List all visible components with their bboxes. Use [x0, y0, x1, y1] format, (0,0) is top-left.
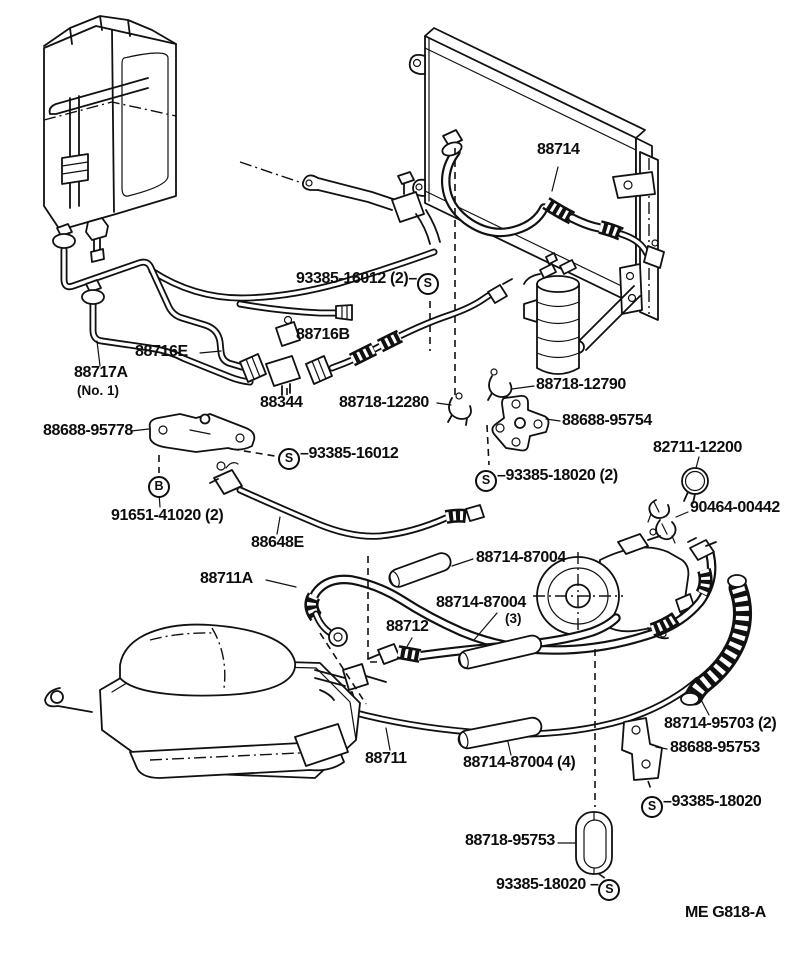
- part-label-91651-41020: 91651-41020 (2): [111, 507, 224, 524]
- part-label-88648E: 88648E: [251, 534, 304, 551]
- leader-lines: [96, 166, 710, 844]
- part-label-88688-95753: 88688-95753: [670, 739, 760, 756]
- hose-88712: [367, 613, 621, 665]
- part-label-88688-95754: 88688-95754: [562, 412, 652, 429]
- clamp-90464-00442: [647, 499, 677, 544]
- part-label-88711: 88711: [365, 750, 407, 767]
- bolt-symbol-B: B: [148, 474, 170, 498]
- part-label-88714-95703: 88714-95703 (2): [664, 715, 777, 732]
- part-label-93385-16012: S–93385-16012: [278, 445, 399, 470]
- part-label-88344: 88344: [260, 394, 303, 411]
- part-label-93385-18020-qty2: S–93385-18020 (2): [475, 467, 618, 492]
- part-label-88714-87004-b: 88714-87004: [436, 594, 526, 611]
- hose-piece-88714-87004-b: [457, 634, 543, 670]
- corrugated-hose-88714-95703: [680, 574, 752, 706]
- liquid-pipes: [52, 223, 513, 396]
- part-label-93385-18020-c: 93385-18020 –S: [496, 876, 621, 901]
- part-label-88714-87004-c: 88714-87004 (4): [463, 754, 576, 771]
- rear-cooling-unit: [44, 623, 387, 779]
- screw-symbol: S: [416, 273, 439, 295]
- screw-symbol: S: [641, 796, 663, 818]
- pipe-bracket-assembly: [239, 161, 441, 245]
- screw-symbol: S: [598, 879, 621, 901]
- part-label-93385-16012-qty2: 93385-16012 (2)–S: [296, 270, 439, 295]
- part-label-88712: 88712: [386, 618, 429, 635]
- bracket-88688-95778: [148, 413, 256, 453]
- part-label-88718-12280: 88718-12280: [339, 394, 429, 411]
- bracket-88688-95753: [621, 717, 663, 781]
- part-label-88711A: 88711A: [200, 570, 253, 587]
- suction-hose-88711A: [304, 537, 717, 655]
- part-label-88714-87004-a: 88714-87004: [476, 549, 566, 566]
- screw-symbol: S: [278, 448, 300, 470]
- hose-piece-88714-87004-c: [457, 716, 543, 750]
- grommet-88718-95753: [575, 811, 613, 875]
- discharge-hose-88714: [440, 129, 665, 269]
- compressor: [533, 528, 695, 640]
- screw-symbol: S: [475, 470, 497, 492]
- part-label-88717A: 88717A: [74, 364, 128, 381]
- bolt-symbol: B: [148, 476, 170, 498]
- evaporator-unit: [43, 15, 177, 263]
- part-label-88714: 88714: [537, 141, 580, 158]
- part-label-88688-95778: 88688-95778: [43, 422, 133, 439]
- receiver-drier: [523, 252, 580, 375]
- clamp-ring-82711-12200: [681, 467, 709, 504]
- part-label-82711-12200: 82711-12200: [653, 439, 743, 456]
- part-label-93385-18020-b: S–93385-18020: [641, 793, 762, 818]
- part-label-88716E: 88716E: [135, 343, 188, 360]
- dashed-reference-lines: [158, 148, 653, 885]
- bracket-88688-95754: [491, 394, 550, 452]
- pipe-88648E: [209, 461, 485, 540]
- part-label-88718-95753: 88718-95753: [465, 832, 555, 849]
- part-label-88717A-note: (No. 1): [77, 383, 119, 398]
- figure-code: ME G818-A: [685, 904, 766, 921]
- clamp-88718-12280: [447, 392, 472, 426]
- part-label-88718-12790: 88718-12790: [536, 376, 626, 393]
- part-label-88716B: 88716B: [296, 326, 350, 343]
- part-label-90464-00442: 90464-00442: [690, 499, 780, 516]
- part-label-88714-87004-b-qty: (3): [505, 611, 522, 626]
- hose-piece-88714-87004-a: [388, 552, 452, 588]
